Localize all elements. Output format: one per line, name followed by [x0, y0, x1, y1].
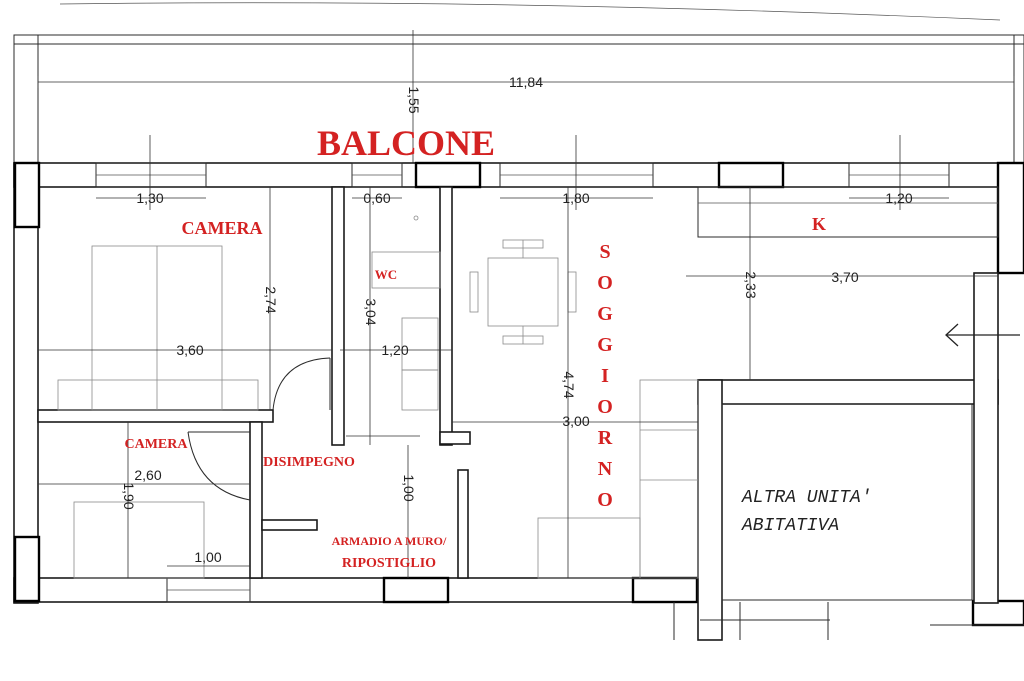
- soggiorno-letter: O: [597, 396, 613, 418]
- dim-camera-depth-label: 2,74: [263, 286, 279, 313]
- door-swings: [187, 357, 331, 501]
- dim-window-wc-label: 0,60: [363, 190, 390, 206]
- furniture-wc: [371, 215, 441, 411]
- windows: [95, 162, 950, 603]
- dim-camera-width-label: 3,60: [176, 342, 203, 358]
- furniture-sofa: [537, 379, 699, 579]
- room-label-soggiorno: S O G G I O R N O: [597, 241, 613, 511]
- interior-walls: [37, 186, 999, 641]
- room-label-k: K: [812, 214, 826, 234]
- dim-window-camera2-label: 1,00: [194, 549, 221, 565]
- arrow-left-icon: [945, 323, 1020, 347]
- dim-window-kitchen-label: 1,20: [885, 190, 912, 206]
- wall-pillars: [13, 161, 1024, 627]
- other-unit-outline: [673, 403, 1024, 640]
- room-label-disimpegno: DISIMPEGNO: [263, 455, 355, 470]
- soggiorno-letter: O: [597, 489, 613, 511]
- soggiorno-letter: N: [598, 458, 613, 480]
- soggiorno-letter: G: [597, 303, 613, 325]
- other-unit-label-line1: ALTRA UNITA': [741, 488, 872, 508]
- dim-kitchen-depth-label: 2,33: [743, 271, 759, 298]
- dim-wc-width-label: 1,20: [381, 342, 408, 358]
- dim-camera2-width-label: 2,60: [134, 467, 161, 483]
- furniture-table: [469, 239, 577, 345]
- room-label-balcone: BALCONE: [317, 123, 495, 163]
- soggiorno-letter: O: [597, 272, 613, 294]
- soggiorno-letter: G: [597, 334, 613, 356]
- room-label-wc: WC: [375, 267, 397, 282]
- dim-window-camera-label: 1,30: [136, 190, 163, 206]
- room-label-armadio-line1: ARMADIO A MURO/: [332, 534, 447, 548]
- background-curve: [59, 2, 1001, 21]
- dim-window-soggiorno-label: 1,80: [562, 190, 589, 206]
- furniture-bed: [57, 245, 259, 411]
- furniture-bed-2: [73, 501, 205, 579]
- dim-kitchen-width-label: 3,70: [831, 269, 858, 285]
- soggiorno-letter: R: [598, 427, 613, 449]
- room-label-camera: CAMERA: [182, 218, 263, 238]
- balcony-outline: [13, 34, 1024, 164]
- dim-wc-depth-label: 3,04: [363, 298, 379, 325]
- other-unit-label-line2: ABITATIVA: [741, 516, 839, 536]
- dim-soggiorno-width-label: 3,00: [562, 413, 589, 429]
- dim-camera2-depth-label: 1,90: [121, 482, 137, 509]
- dim-disimpegno-depth-label: 1,00: [401, 474, 417, 501]
- soggiorno-letter: I: [601, 365, 609, 387]
- soggiorno-letter: S: [599, 241, 610, 263]
- dim-balcone-depth-label: 1,55: [406, 86, 422, 113]
- dim-balcone-length-label: 11,84: [509, 74, 543, 90]
- dim-soggiorno-depth-label: 4,74: [561, 371, 577, 398]
- room-label-armadio-line2: RIPOSTIGLIO: [342, 556, 436, 571]
- room-label-camera-2: CAMERA: [125, 437, 189, 452]
- dim-balcone-length: [37, 76, 1015, 88]
- dimension-lines: [38, 135, 998, 578]
